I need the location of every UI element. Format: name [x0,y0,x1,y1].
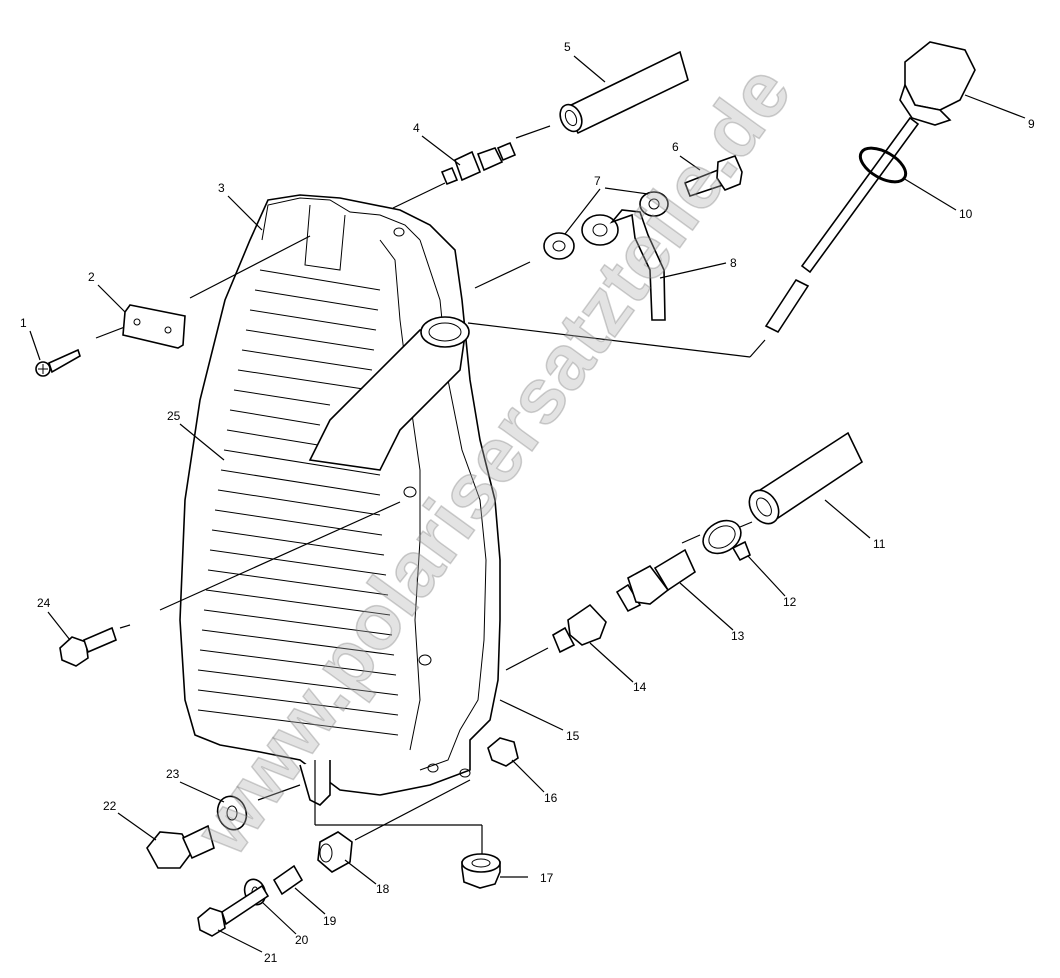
callout-20: 20 [295,933,309,947]
o-ring-part-10 [858,146,908,184]
callout-16: 16 [544,791,558,805]
oil-line-part-8 [581,209,666,321]
callout-14: 14 [633,680,647,694]
callout-2: 2 [88,270,95,284]
callout-11: 11 [873,537,886,551]
spacer-part-19 [272,864,304,896]
callout-13: 13 [731,629,745,643]
callout-17: 17 [540,871,554,885]
clamp-part-12 [702,519,752,562]
callout-5: 5 [564,40,571,54]
callout-19: 19 [323,914,337,928]
callout-25: 25 [167,409,181,423]
callout-15: 15 [566,729,580,743]
fitting-part-13 [615,548,697,613]
hose-part-11 [748,431,864,525]
callout-24: 24 [37,596,51,610]
fitting-part-14 [551,603,607,654]
callout-23: 23 [166,767,180,781]
callout-4: 4 [413,121,420,135]
bolt-part-21 [197,884,270,937]
callout-3: 3 [218,181,225,195]
bracket-part-2 [122,304,186,349]
hose-part-5 [559,50,689,135]
washer-part-23 [216,795,248,831]
plug-part-16 [487,737,519,767]
bolt-part-24 [59,626,117,667]
callout-10: 10 [959,207,973,221]
callout-1: 1 [20,316,27,330]
drain-plug-part-22 [146,824,215,869]
callout-21: 21 [264,951,278,965]
fitting-part-4 [440,141,517,186]
callout-12: 12 [783,595,797,609]
callout-labels: 1 2 3 4 5 6 7 8 9 10 11 12 13 14 15 16 1… [20,40,1035,965]
screw-part-1 [35,348,81,377]
grommet-part-17 [461,853,528,889]
dipstick-part-9 [764,41,976,334]
callout-6: 6 [672,140,679,154]
bolt-part-6 [683,154,743,198]
callout-18: 18 [376,882,390,896]
oil-tank [179,194,501,806]
grommet-part-18 [317,831,353,873]
callout-7: 7 [594,174,601,188]
callout-9: 9 [1028,117,1035,131]
callout-22: 22 [103,799,117,813]
washers-part-7 [543,191,669,260]
callout-8: 8 [730,256,737,270]
